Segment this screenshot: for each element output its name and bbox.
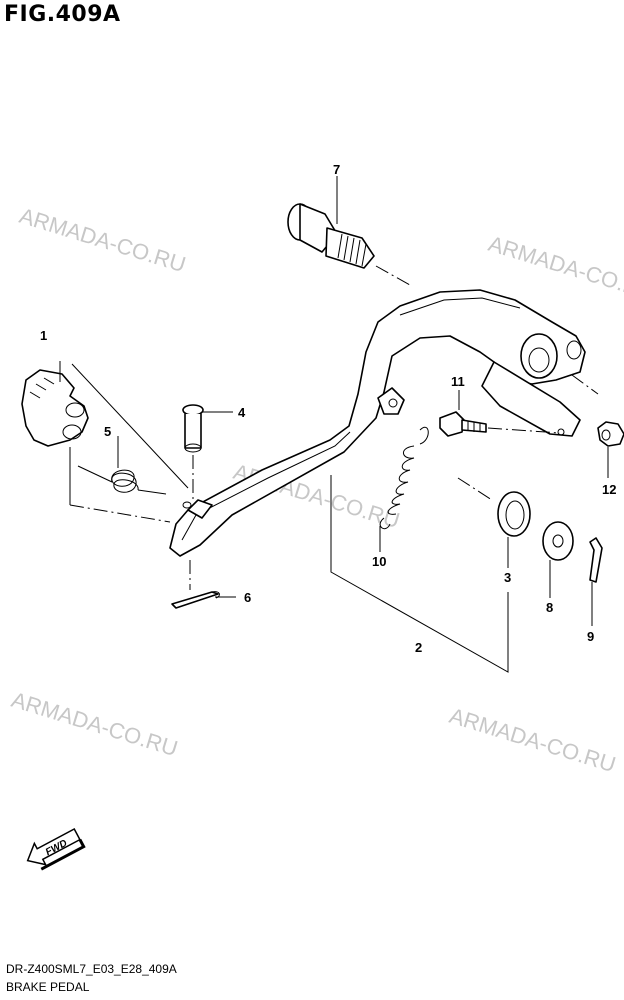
assembly-bracket bbox=[330, 475, 509, 673]
part-3-dust-seal bbox=[457, 477, 531, 568]
part-7-pivot-bolt bbox=[287, 203, 411, 286]
part-11-bolt bbox=[439, 390, 561, 437]
figure-title: FIG.409A bbox=[4, 2, 121, 27]
part-1-bracket bbox=[21, 361, 89, 447]
callout-11: 11 bbox=[451, 374, 465, 389]
figure-code: DR-Z400SML7_E03_E28_409A bbox=[6, 962, 177, 976]
part-2-brake-pedal bbox=[169, 289, 586, 557]
figure-name: BRAKE PEDAL bbox=[6, 980, 90, 994]
callouts: 1 2 3 4 5 6 7 8 9 10 11 12 bbox=[40, 162, 616, 655]
callout-12: 12 bbox=[602, 482, 616, 497]
callout-9: 9 bbox=[587, 629, 594, 644]
callout-10: 10 bbox=[372, 554, 386, 569]
part-6-cotter-pin bbox=[171, 560, 236, 609]
part-4-clevis-pin bbox=[182, 404, 233, 500]
watermark-1: ARMADA-CO.RU bbox=[17, 203, 189, 277]
part-5-spring bbox=[77, 436, 167, 495]
callout-2: 2 bbox=[415, 640, 422, 655]
callout-8: 8 bbox=[546, 600, 553, 615]
watermark-5: ARMADA-CO.RU bbox=[447, 703, 619, 777]
watermarks: ARMADA-CO.RU ARMADA-CO.RU ARMADA-CO.RU A… bbox=[9, 203, 624, 777]
fwd-arrow-icon: FWD bbox=[26, 827, 86, 871]
callout-6: 6 bbox=[244, 590, 251, 605]
callout-4: 4 bbox=[238, 405, 246, 420]
part-9-cotter-pin bbox=[589, 537, 603, 626]
callout-7: 7 bbox=[333, 162, 340, 177]
watermark-4: ARMADA-CO.RU bbox=[9, 687, 181, 761]
callout-5: 5 bbox=[104, 424, 111, 439]
callout-3: 3 bbox=[504, 570, 511, 585]
watermark-2: ARMADA-CO.RU bbox=[486, 231, 624, 305]
part-10-pedal-spring bbox=[379, 426, 429, 552]
callout-1: 1 bbox=[40, 328, 47, 343]
part-8-washer bbox=[542, 521, 574, 598]
part-12-nut bbox=[597, 421, 624, 478]
